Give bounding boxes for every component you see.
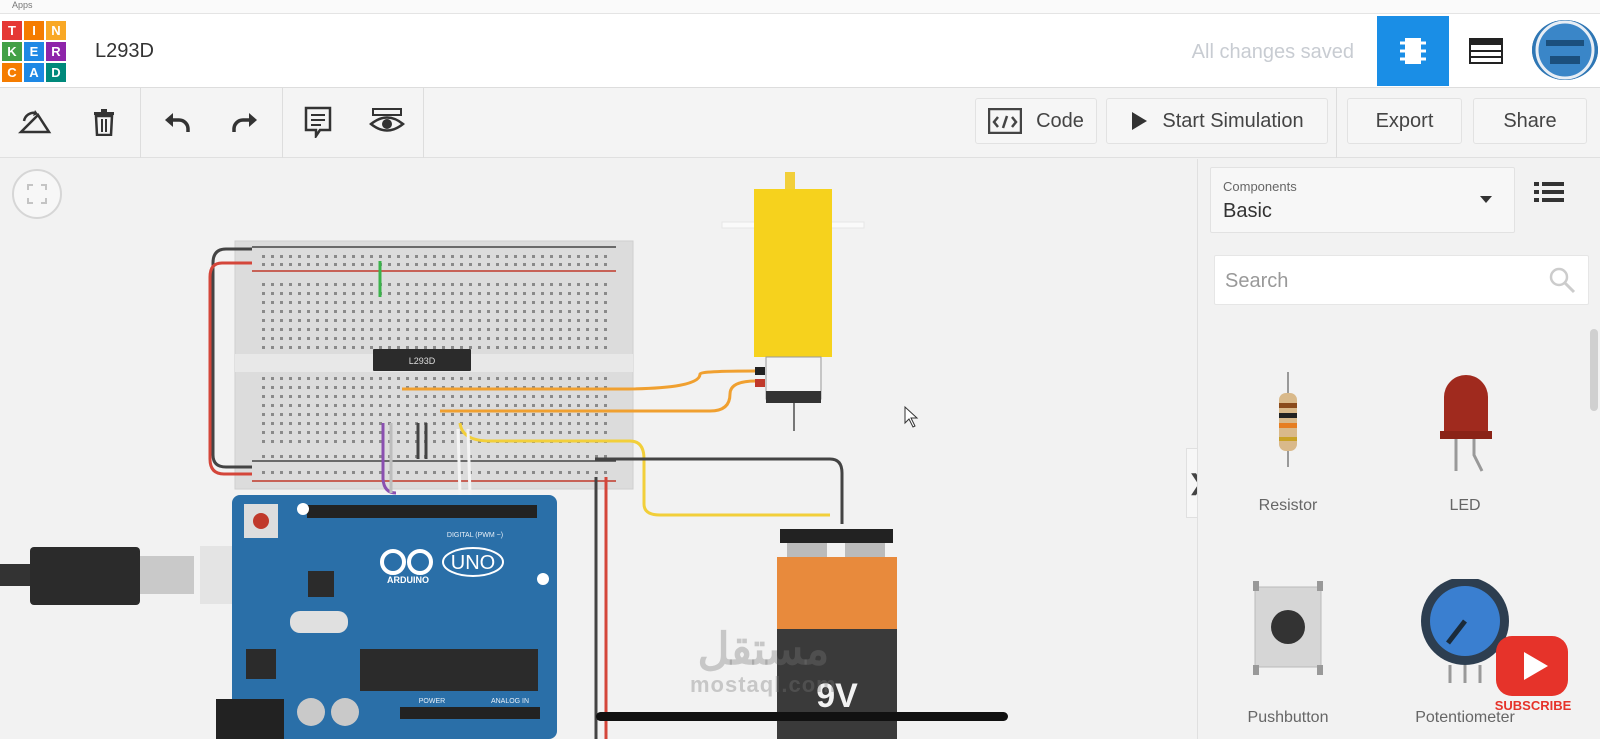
notes-icon [304,106,332,138]
fit-view-icon [27,184,47,204]
list-view-button[interactable] [1533,179,1573,219]
code-icon [988,108,1023,134]
bookmarks-bar: Apps [0,0,1600,14]
component-resistor[interactable]: Resistor [1203,367,1373,517]
share-button[interactable]: Share [1473,98,1587,144]
undo-icon [165,113,190,132]
logo-letter: K [2,42,22,61]
component-potentiometer[interactable]: Potentiometer [1380,579,1550,729]
board-power-label: POWER [419,698,445,705]
export-button[interactable]: Export [1347,98,1462,144]
pushbutton-icon [1253,581,1323,675]
code-button[interactable]: Code [975,98,1097,144]
component-search[interactable] [1214,255,1589,305]
start-simulation-label: Start Simulation [1162,109,1304,132]
logo-letter: N [46,21,66,40]
panel-scrollbar[interactable] [1590,329,1598,411]
redo-button[interactable] [225,102,265,142]
rotate-button[interactable] [15,102,55,142]
component-label: Resistor [1258,497,1318,514]
circuit-canvas[interactable]: L293D [0,159,1197,739]
led-icon [1440,375,1492,472]
user-avatar[interactable] [1532,20,1598,80]
component-label: Pushbutton [1247,709,1329,726]
search-input[interactable] [1225,266,1525,296]
avatar-image [1532,20,1598,80]
circuit-view-button[interactable] [1377,16,1449,86]
export-label: Export [1375,109,1434,132]
search-icon [1549,267,1576,294]
subscribe-label: SUBSCRIBE [1494,698,1572,713]
logo-letter: D [46,63,66,82]
potentiometer-icon [1421,579,1509,683]
component-list-view-button[interactable] [1450,16,1522,86]
save-status: All changes saved [1191,41,1354,63]
undo-button[interactable] [157,102,197,142]
components-dropdown-value: Basic [1223,200,1272,222]
apps-shortcut[interactable]: Apps [12,0,33,10]
logo-letter: I [24,21,44,40]
visibility-button[interactable] [367,102,407,142]
board-model: UNO [451,552,495,574]
toolbar: Code Start Simulation Export Share [0,88,1600,158]
delete-button[interactable] [84,102,124,142]
board-brand: ARDUINO [387,575,429,585]
dc-motor[interactable] [721,172,865,431]
mouse-cursor [904,405,919,428]
l293d-chip[interactable]: L293D [373,349,471,371]
youtube-play-icon [1496,636,1568,696]
trash-icon [94,109,114,136]
wires[interactable] [208,247,844,739]
resistor-icon [1279,372,1297,467]
circuit-drawing[interactable]: L293D [0,159,1197,739]
logo-letter: A [24,63,44,82]
components-dropdown-label: Components [1223,179,1297,194]
component-pushbutton[interactable]: Pushbutton [1203,579,1373,729]
project-title[interactable]: L293D [95,40,154,62]
watermark: مستقل mostaql.com [690,628,837,698]
visibility-icon [369,108,405,132]
component-led[interactable]: LED [1380,367,1550,517]
watermark-arabic: مستقل [697,625,830,674]
logo-letter: E [24,42,44,61]
notes-button[interactable] [298,102,338,142]
watermark-latin: mostaql.com [690,672,837,697]
arduino-uno[interactable]: DIGITAL (PWM ~) ARDUINO UNO POWER ANALOG… [216,495,557,739]
list-icon [1534,182,1564,202]
table-icon [1469,38,1503,64]
logo-letter: R [46,42,66,61]
fit-view-button[interactable] [12,169,62,219]
subscribe-badge[interactable]: SUBSCRIBE [1490,636,1576,716]
battery-label: 9V [816,677,858,715]
logo-letter: C [2,63,22,82]
components-dropdown[interactable]: Components Basic [1210,167,1515,233]
chip-label: L293D [409,356,436,366]
component-label: LED [1449,497,1481,514]
video-scrub-bar[interactable] [596,712,1008,721]
components-panel: Components Basic Resistor LED [1197,159,1600,739]
component-label: Potentiometer [1415,709,1515,726]
logo-letter: T [2,21,22,40]
rotate-icon [18,110,52,134]
board-analog-label: ANALOG IN [491,698,529,705]
chevron-down-icon [1480,196,1492,203]
share-label: Share [1503,109,1557,132]
redo-icon [232,113,257,132]
board-digital-label: DIGITAL (PWM ~) [447,532,503,539]
chip-icon [1400,38,1426,64]
start-simulation-button[interactable]: Start Simulation [1106,98,1328,144]
code-label: Code [1036,109,1084,132]
play-icon [1132,112,1148,130]
